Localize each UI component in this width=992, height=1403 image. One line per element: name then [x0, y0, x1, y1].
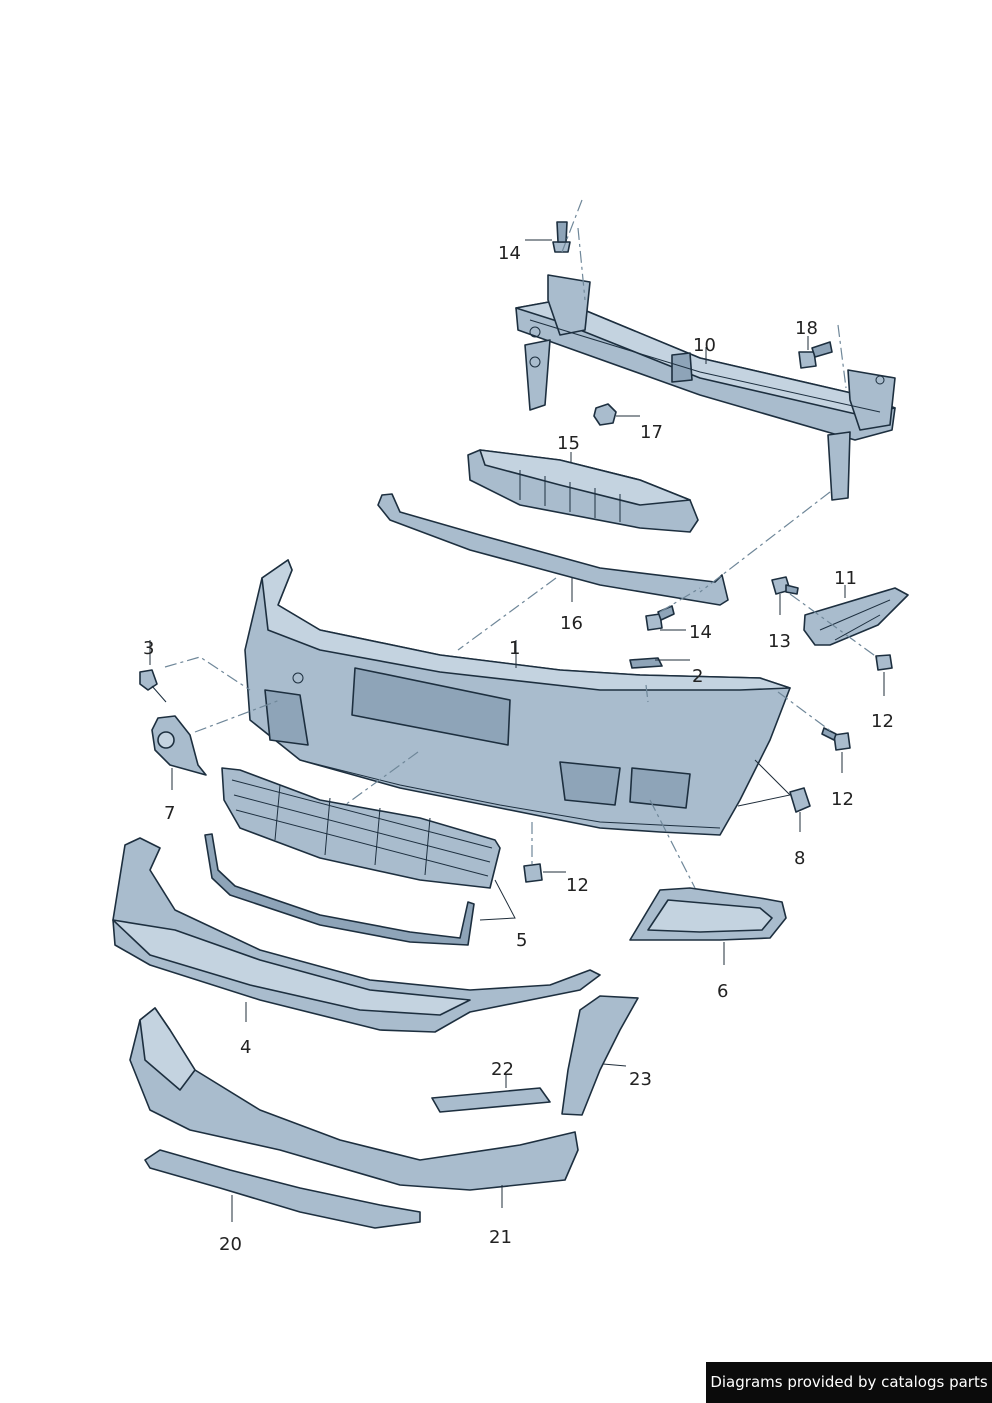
part-22-strip — [431, 1087, 551, 1113]
callout-14-lower: 14 — [689, 622, 712, 643]
callout-10: 10 — [693, 335, 716, 356]
part-21-lower-spoiler — [129, 1007, 579, 1191]
callout-16: 16 — [560, 613, 583, 634]
part-14-screw-top — [552, 221, 571, 253]
alignment-lines — [164, 199, 879, 889]
callout-14-top: 14 — [498, 243, 521, 264]
callout-17: 17 — [640, 422, 663, 443]
callout-4: 4 — [240, 1037, 251, 1058]
callout-11: 11 — [834, 568, 857, 589]
part-20-under-guard — [144, 1149, 421, 1229]
part-12-screw-mid — [821, 727, 851, 751]
part-7-cover — [151, 715, 207, 776]
callout-labels: 1 2 3 4 5 6 7 8 10 11 12 12 12 13 14 14 … — [143, 243, 894, 1255]
leader-lines — [149, 239, 885, 1222]
callout-6: 6 — [717, 981, 728, 1002]
part-12-screw-lower — [523, 863, 543, 883]
part-5-grille — [221, 767, 501, 889]
callout-8: 8 — [794, 848, 805, 869]
part-18-screw — [798, 341, 833, 369]
part-15-energy-absorber — [467, 449, 699, 533]
part-23-strip — [561, 995, 639, 1116]
part-10-impact-beam — [515, 274, 896, 501]
part-11-bracket — [803, 587, 909, 646]
callout-12-mid: 12 — [831, 789, 854, 810]
part-14-screw-lower — [645, 605, 675, 631]
callout-12-upper: 12 — [871, 711, 894, 732]
part-3-cap — [139, 669, 167, 703]
part-5-frame — [204, 833, 475, 946]
part-16-guide-strip — [377, 493, 729, 606]
part-6-trim — [629, 887, 787, 941]
part-8-clip — [789, 787, 811, 813]
part-4-spoiler — [112, 837, 601, 1033]
part-17-nut — [593, 403, 617, 426]
callout-12-lower: 12 — [566, 875, 589, 896]
callout-22: 22 — [491, 1059, 514, 1080]
callout-13: 13 — [768, 631, 791, 652]
callout-23: 23 — [629, 1069, 652, 1090]
credit-banner: Diagrams provided by catalogs parts — [706, 1362, 992, 1403]
callout-2: 2 — [692, 666, 703, 687]
callout-15: 15 — [557, 433, 580, 454]
callout-7: 7 — [164, 803, 175, 824]
part-13-clip — [771, 576, 799, 595]
callout-5: 5 — [516, 930, 527, 951]
callout-3: 3 — [143, 638, 154, 659]
part-12-screw-upper — [875, 654, 893, 671]
callout-1: 1 — [509, 638, 520, 659]
callout-20: 20 — [219, 1234, 242, 1255]
part-1-bumper-cover — [244, 559, 791, 836]
callout-21: 21 — [489, 1227, 512, 1248]
callout-18: 18 — [795, 318, 818, 339]
